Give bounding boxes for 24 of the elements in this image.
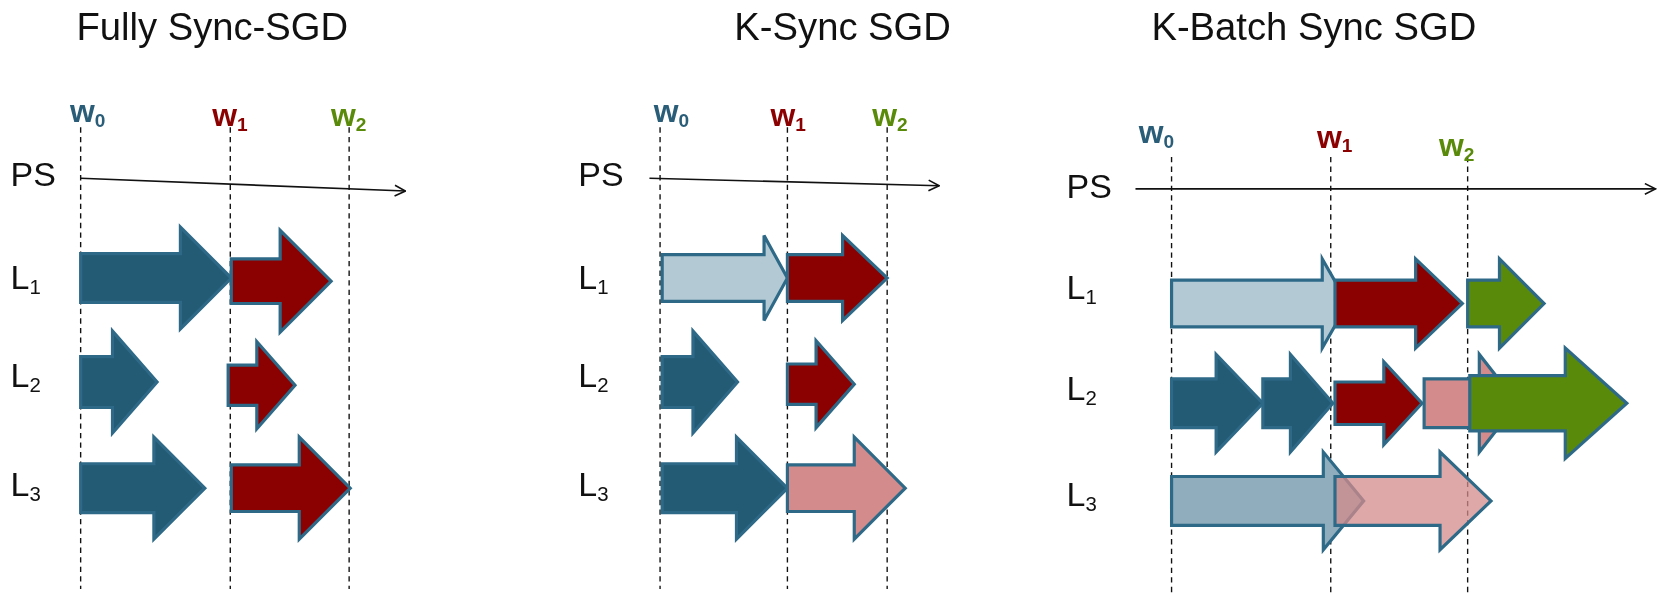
weight-label: w$_{1}$	[770, 99, 806, 135]
learner-label: L$_{3}$	[578, 466, 609, 505]
learner-label: L$_{2}$	[578, 358, 609, 396]
weight-label: w$_{0}$	[70, 95, 106, 130]
weight-label: w$_{2}$	[331, 99, 367, 135]
weight-label: w$_{0}$	[653, 95, 690, 130]
learner-label: L$_{2}$	[10, 358, 41, 396]
server-label: PS	[578, 157, 624, 191]
weight-label: w$_{0}$	[1138, 116, 1175, 152]
weight-label: w$_{1}$	[1316, 121, 1353, 156]
learner-label: L$_{1}$	[578, 260, 609, 298]
learner-label: L$_{3}$	[1066, 477, 1097, 515]
learner-label: L$_{1}$	[1066, 270, 1097, 308]
weight-label: w$_{1}$	[212, 99, 248, 135]
server-label: PS	[10, 157, 56, 191]
panel-title: K-Batch Sync SGD	[1151, 8, 1477, 47]
panel-title: K-Sync SGD	[734, 8, 951, 47]
panel-title: Fully Sync-SGD	[76, 8, 349, 47]
learner-label: L$_{3}$	[10, 466, 41, 505]
learner-label: L$_{2}$	[1066, 371, 1097, 409]
weight-label: w$_{2}$	[1439, 129, 1475, 164]
learner-label: L$_{1}$	[10, 260, 41, 298]
weight-label: w$_{2}$	[872, 99, 908, 135]
server-label: PS	[1066, 169, 1112, 204]
